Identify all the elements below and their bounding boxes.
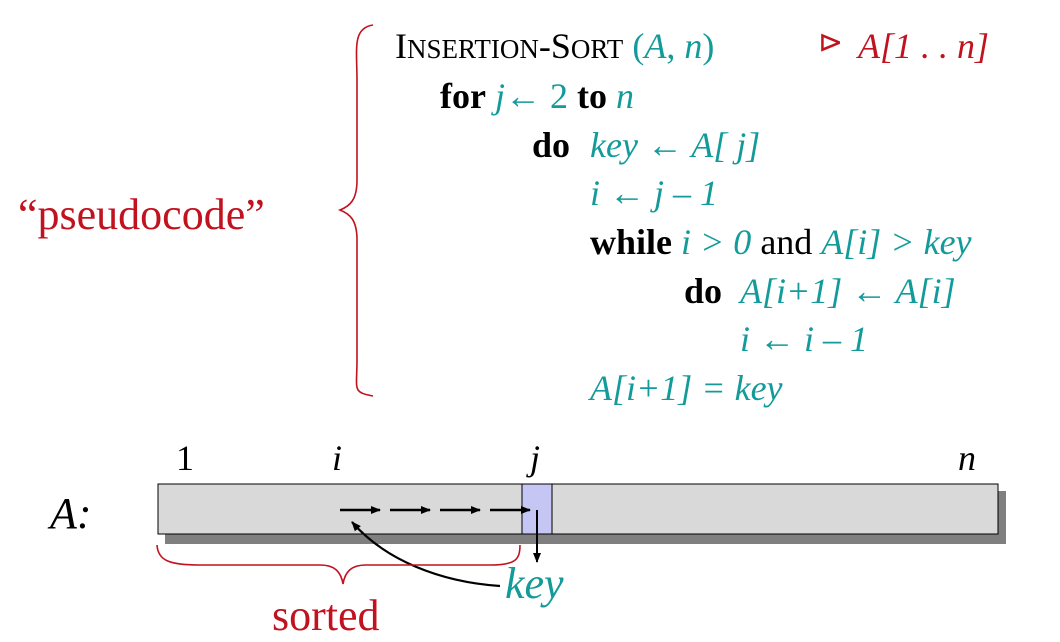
- sorted-label: sorted: [272, 591, 380, 640]
- procedure-header: INSERTION-SORT (A, n): [395, 26, 715, 66]
- line-insert-key: A[i+1] = key: [590, 368, 783, 408]
- key-label: key: [505, 559, 564, 608]
- line-while: while i > 0 and A[i] > key: [590, 222, 972, 262]
- index-i-label: i: [332, 438, 343, 478]
- index-1-label: 1: [176, 438, 194, 478]
- line-do-2-keyword: do: [684, 271, 723, 311]
- comment-marker: ⊳: [818, 26, 844, 59]
- array-label: A:: [50, 489, 92, 538]
- line-key-assign: key ← A[ j]: [590, 125, 761, 165]
- line-decrement: i ← i – 1: [740, 319, 869, 359]
- comment-text: A[1 . . n]: [858, 26, 990, 66]
- line-i-assign: i ← j – 1: [590, 173, 719, 213]
- sorted-brace: [156, 544, 521, 585]
- index-j-label: j: [530, 438, 541, 478]
- line-do-1-keyword: do: [532, 125, 571, 165]
- pseudocode-label: “pseudocode”: [18, 190, 265, 239]
- line-for: for j← 2 to n: [440, 76, 634, 116]
- index-n-label: n: [958, 438, 976, 478]
- line-shift-assign: A[i+1] ← A[i]: [740, 271, 956, 311]
- key-insert-arrow: [351, 521, 501, 588]
- array-bar: [157, 483, 999, 535]
